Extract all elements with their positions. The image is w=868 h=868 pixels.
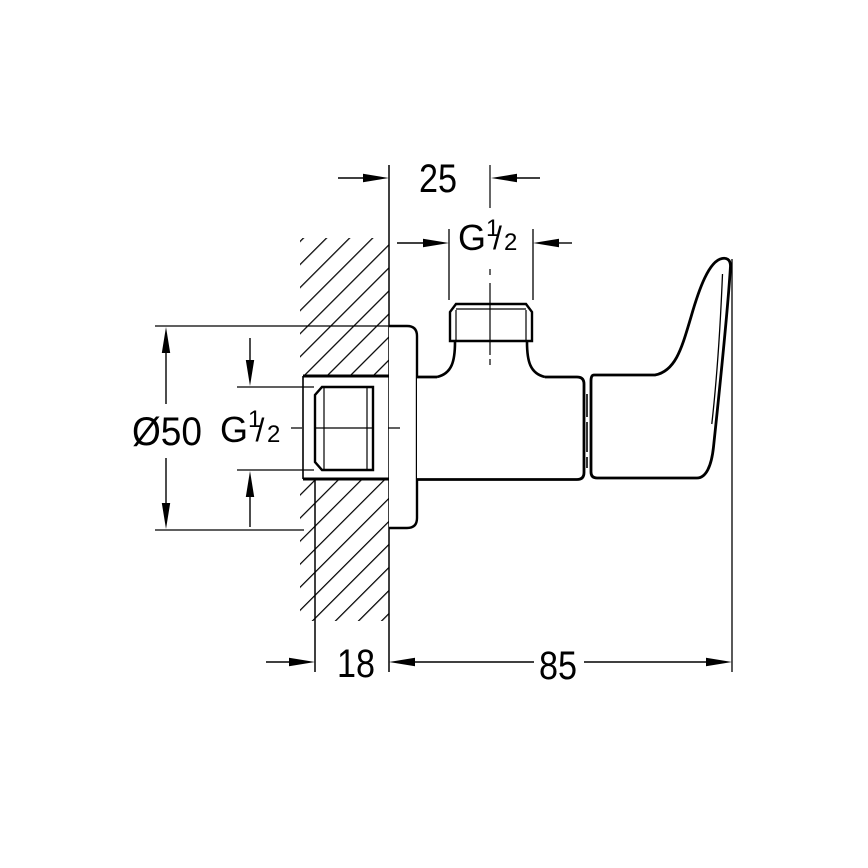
centerlines bbox=[291, 165, 491, 429]
inlet-thread-label-numerator: 1 bbox=[248, 406, 261, 433]
arrowhead-right-icon bbox=[423, 238, 449, 248]
dim-18-label: 18 bbox=[337, 642, 375, 686]
arrowhead-down-icon bbox=[161, 503, 171, 529]
inlet-thread-label-slash: / bbox=[256, 412, 265, 448]
outlet-neck-fill bbox=[437, 342, 545, 381]
escutcheon-flange bbox=[389, 324, 419, 530]
arrowhead-right-icon bbox=[706, 657, 732, 667]
arrowhead-up-icon bbox=[161, 327, 171, 353]
dim-25-label: 25 bbox=[419, 157, 457, 201]
dimension-projection: 85 bbox=[389, 644, 732, 688]
dimension-flange-diameter: Ø50 bbox=[132, 327, 202, 529]
inlet-thread-label-denominator: 2 bbox=[267, 421, 280, 448]
dim-diameter-label: Ø50 bbox=[132, 410, 202, 454]
arrowhead-right-icon bbox=[363, 173, 389, 183]
dimension-wall-thickness: 18 bbox=[266, 642, 375, 686]
wall-hatch-lower bbox=[300, 480, 389, 621]
outlet-thread-outline bbox=[448, 302, 534, 343]
handle-lever-inner-line bbox=[711, 273, 724, 425]
wall-hatch-upper bbox=[300, 238, 389, 375]
dimension-offset-top: 25 bbox=[338, 157, 540, 201]
arrowhead-down-icon bbox=[245, 360, 255, 386]
outlet-thread-label-denominator: 2 bbox=[504, 229, 517, 256]
arrowhead-left-icon bbox=[533, 238, 559, 248]
arrowhead-right-icon bbox=[289, 657, 315, 667]
handle bbox=[589, 256, 732, 480]
outlet-thread-label-g: G bbox=[458, 217, 486, 258]
dim-85-label: 85 bbox=[539, 644, 577, 688]
inlet-pipe bbox=[302, 374, 389, 481]
handle-lever-outline bbox=[589, 256, 732, 480]
arrowhead-up-icon bbox=[245, 471, 255, 497]
inlet-thread-label-g: G bbox=[220, 409, 248, 450]
arrowhead-left-icon bbox=[389, 657, 415, 667]
arrowhead-left-icon bbox=[491, 173, 517, 183]
dimension-outlet-thread: G 1 / 2 bbox=[397, 215, 572, 258]
valve-body bbox=[417, 375, 586, 481]
outlet-thread-label-slash: / bbox=[493, 220, 502, 256]
outlet-neck bbox=[436, 341, 546, 379]
outlet-thread-label-numerator: 1 bbox=[486, 215, 499, 242]
extension-lines bbox=[155, 229, 733, 672]
outlet-thread bbox=[448, 302, 534, 343]
dimension-inlet-thread: G 1 / 2 bbox=[220, 338, 280, 527]
